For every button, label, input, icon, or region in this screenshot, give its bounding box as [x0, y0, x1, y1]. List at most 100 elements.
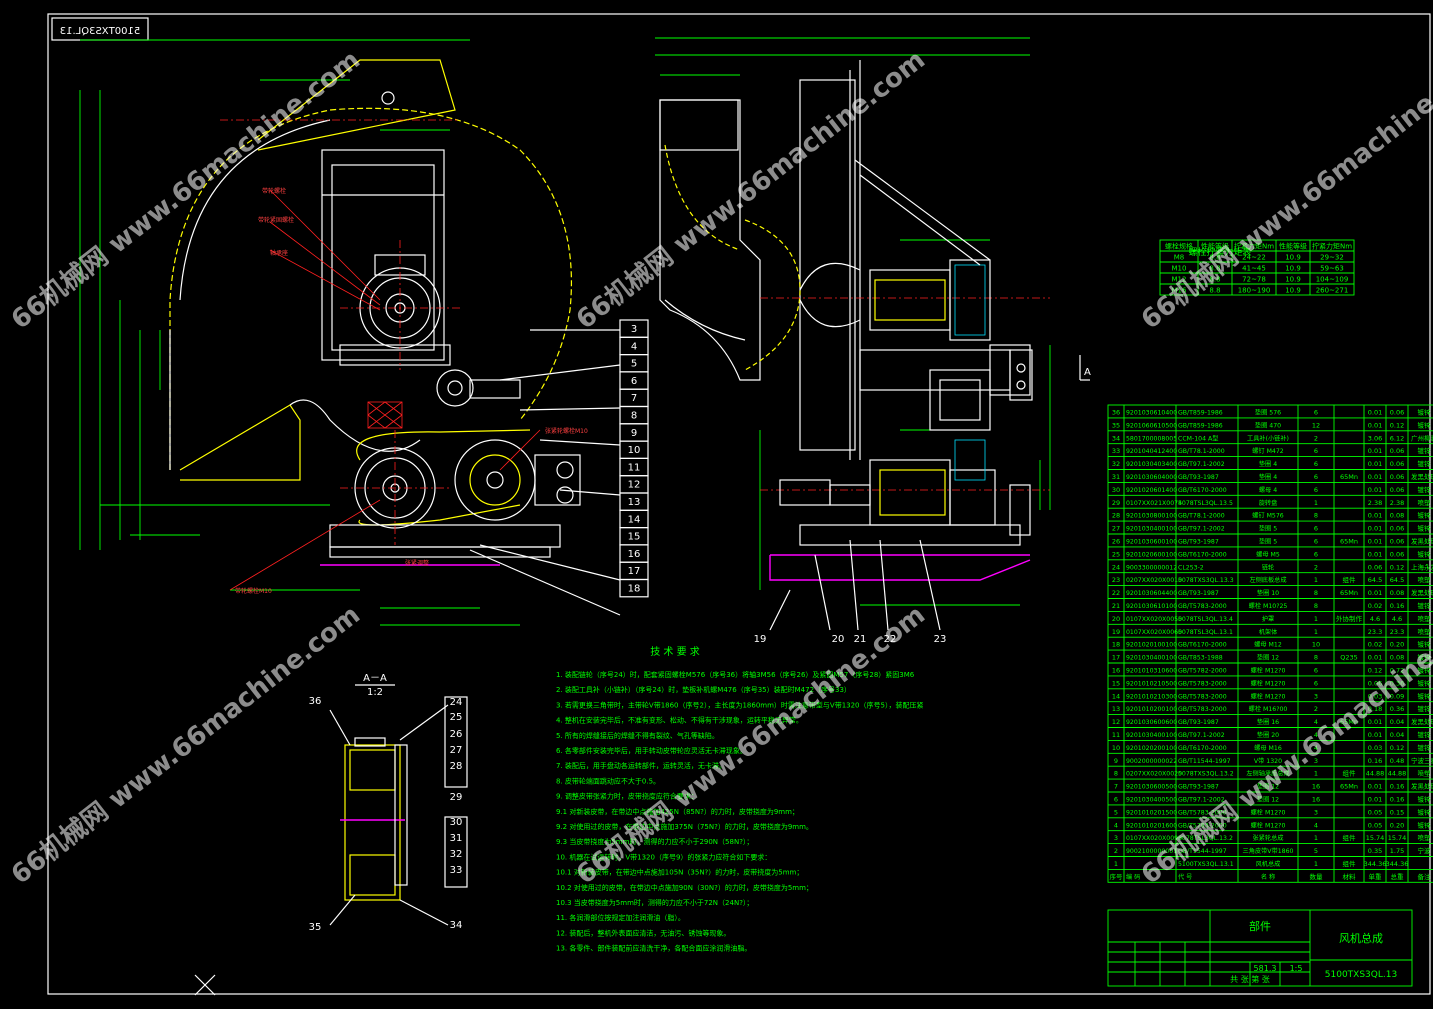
- bom-cell: 1: [1114, 860, 1118, 868]
- bom-cell: 镀锌: [1418, 459, 1432, 468]
- bom-cell: GB/T6170-2000: [1178, 642, 1227, 649]
- bom-header-cell: 单重: [1369, 872, 1383, 881]
- torque-table-title: 螺栓拧紧力矩表: [1188, 246, 1251, 258]
- bom-header-cell: 总重: [1391, 872, 1405, 881]
- bom-cell: 44.88: [1388, 770, 1407, 778]
- balloon-section-32: 32: [450, 849, 463, 860]
- bom-cell: GB/T97.1-2002: [1178, 732, 1225, 739]
- balloon-section-24: 24: [450, 697, 463, 708]
- balloon-side-18: [619, 578, 649, 598]
- bom-cell: 螺栓 M12?0: [1251, 679, 1286, 687]
- bom-cell: CL253-2: [1178, 564, 1204, 571]
- bom-cell: 0.08: [1390, 589, 1404, 597]
- bom-cell: 0.18: [1368, 705, 1382, 713]
- bom-cell: 8: [1314, 602, 1318, 610]
- bom-cell: 20: [1112, 615, 1120, 623]
- bom-cell: 5078TSL3QL.13.4: [1178, 616, 1233, 623]
- bom-cell: 0.72: [1390, 667, 1404, 675]
- bom-cell: 4: [1314, 718, 1318, 726]
- bom-cell: 6: [1314, 525, 1318, 533]
- bom-cell: 宁波: [1418, 846, 1432, 855]
- mirrored-drawing-number: 5100TXS3QL.13: [60, 26, 140, 37]
- bom-cell: 9201020600100: [1126, 551, 1177, 558]
- bom-cell: 33: [1112, 447, 1120, 455]
- bom-cell: 4: [1314, 744, 1318, 752]
- bom-cell: GB/T853-1988: [1178, 655, 1223, 662]
- bom-cell: 31: [1112, 473, 1120, 481]
- bom-cell: 344.36: [1364, 860, 1387, 868]
- bom-cell: 9002100000001: [1126, 848, 1177, 855]
- bom-cell: 风机总成: [1256, 860, 1281, 868]
- bom-cell: 螺栓 M16?00: [1249, 705, 1288, 713]
- bom-cell: 5078TXS3QL.13.3: [1178, 577, 1234, 584]
- bom-cell: CCM-104 A型: [1178, 434, 1218, 442]
- bom-cell: 0.05: [1368, 808, 1382, 816]
- bom-cell: 1.75: [1390, 847, 1404, 855]
- bom-cell: 15.74: [1366, 834, 1385, 842]
- bom-cell: 9201030400100: [1126, 655, 1177, 662]
- bom-cell: GB/T5783-2000: [1178, 693, 1227, 700]
- bom-cell: 0.01: [1368, 447, 1382, 455]
- bom-cell: 6: [1314, 667, 1318, 675]
- bom-cell: 0107XX020X0050: [1126, 616, 1182, 623]
- bom-cell: 0.06: [1368, 563, 1382, 571]
- bom-cell: 6: [1314, 473, 1318, 481]
- svg-text:张紧调整: 张紧调整: [405, 559, 429, 567]
- side-view: 带轮螺栓 带轮紧固螺栓 轴承座 带轮螺栓M10 张紧轮螺栓M10 张紧调整: [79, 39, 621, 626]
- tech-requirement-line: 10.3 当皮带挠度为5mm时，测得的力应不小于72N（24N?）；: [556, 898, 753, 907]
- tech-requirement-line: 4. 整机在安装完毕后，不准有变形、松动、不得有干涉现象，运转平稳无异常。: [556, 716, 803, 725]
- bom-cell: 65Mn: [1340, 718, 1358, 726]
- bom-cell: 5: [1314, 847, 1318, 855]
- bom-cell: 旋转盘: [1259, 499, 1278, 507]
- bom-cell: 0.06: [1390, 538, 1404, 546]
- svg-text:轴承座: 轴承座: [270, 249, 288, 257]
- outer-frame: [47, 13, 1431, 995]
- bom-cell: 喷塑: [1418, 614, 1432, 623]
- balloon-side-label: 15: [628, 532, 641, 543]
- balloon-side-label: 11: [628, 462, 641, 473]
- bom-cell: 0.06: [1390, 486, 1404, 494]
- bom-cell: 镀锌: [1418, 601, 1432, 610]
- bom-cell: 0.06: [1390, 447, 1404, 455]
- bom-cell: 0.04: [1390, 731, 1404, 739]
- bom-cell: 15: [1112, 679, 1120, 687]
- bom-cell: 0.12: [1390, 421, 1404, 429]
- bom-cell: 镀锌: [1418, 485, 1432, 494]
- bom-cell: 螺栓 M12?0: [1251, 808, 1286, 816]
- balloon-side-label: 13: [628, 497, 641, 508]
- bom-cell: GB/T11544-1997: [1178, 758, 1231, 765]
- bom-cell: 镀锌: [1418, 408, 1432, 417]
- torque-cell: 10.9: [1285, 287, 1301, 295]
- bom-cell: 镀锌: [1418, 704, 1432, 713]
- bom-cell: 垫圈 12: [1257, 783, 1279, 791]
- tech-requirement-line: 9. 调整皮带张紧力时，皮带挠度应符合要求：: [556, 792, 698, 801]
- tech-requirement-line: 13. 各零件、部件装配前应清洗干净，各配合面应涂润滑油脂。: [556, 944, 751, 953]
- drawing-code: 5100TXS3QL.13: [1325, 970, 1397, 980]
- bom-cell: 6: [1314, 538, 1318, 546]
- bom-cell: 9201030610100: [1126, 603, 1177, 610]
- bom-cell: 喷塑: [1418, 833, 1432, 842]
- bom-cell: GB/T93-1987: [1178, 590, 1219, 597]
- bom-cell: 螺栓 M10?25: [1249, 602, 1288, 610]
- bom-cell: 3: [1114, 834, 1118, 842]
- balloon-side-label: 4: [631, 341, 637, 352]
- bom-cell: 0.12: [1390, 563, 1404, 571]
- bom-cell: 9201030400100: [1126, 732, 1177, 739]
- bom-cell: 23: [1112, 576, 1120, 584]
- bom-cell: 9201010310600: [1126, 668, 1177, 675]
- bom-cell: 喷塑: [1418, 627, 1432, 636]
- bom-cell: 9201010201600: [1126, 822, 1177, 829]
- bom-cell: 25: [1112, 550, 1120, 558]
- bom-cell: 12: [1112, 718, 1120, 726]
- tech-requirement-line: 9.2 对使用过的皮带，在带边中点施加375N（75N?）的力时，皮带挠度为9m…: [556, 822, 813, 831]
- bom-cell: 链轮: [1262, 563, 1274, 571]
- bom-cell: 1: [1314, 628, 1318, 636]
- tech-requirement-line: 12. 装配后，整机外表面应清洁，无油污、锈蚀等现象。: [556, 928, 730, 937]
- bom-cell: 左侧轴承座总成: [1246, 770, 1289, 778]
- bom-header-cell: 数量: [1310, 872, 1324, 881]
- balloon-side-label: 16: [628, 549, 641, 560]
- part-label: 部件: [1249, 919, 1271, 933]
